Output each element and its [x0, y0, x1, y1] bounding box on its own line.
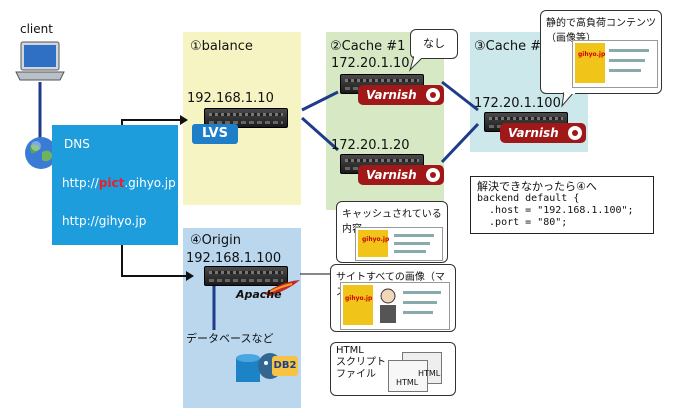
apache-feather-icon [262, 278, 302, 298]
dns-box [52, 125, 178, 245]
cache2-title: ③Cache #2 [474, 39, 550, 54]
none-bubble-tail [408, 56, 425, 72]
globe-icon [24, 136, 58, 170]
dns-url-pict: http://pict.gihyo.jp [62, 176, 176, 190]
varnish-badge-3: Varnish [500, 123, 586, 143]
varnish-badge-1: Varnish [358, 85, 444, 105]
html-file-label-2: HTML [418, 369, 441, 378]
fallback-config-box: 解決できなかったら④へ backend default { .host = "1… [470, 176, 654, 234]
static-bubble-tail [561, 92, 575, 108]
db2-badge: DB2 [272, 356, 298, 376]
master-site-thumbnail: gihyo.jp [340, 282, 450, 330]
html-file-label-1: HTML [396, 378, 419, 387]
origin-ip: 192.168.1.100 [186, 251, 282, 266]
fallback-title: 解決できなかったら④へ [477, 180, 597, 193]
dns-title: DNS [64, 137, 90, 151]
database-label: データベースなど [186, 332, 274, 345]
dns-url-gihyo: http://gihyo.jp [62, 214, 147, 228]
apache-label: Apache [236, 288, 282, 301]
dns-url-highlight: pict [98, 176, 125, 190]
origin-server [204, 266, 288, 286]
balance-title: ①balance [190, 39, 253, 54]
origin-title: ④Origin [190, 233, 241, 248]
database-icon [236, 354, 260, 384]
client-label: client [20, 22, 53, 36]
cached-site-thumbnail: gihyo.jp [355, 227, 443, 261]
lvs-badge: LVS [192, 124, 238, 144]
balance-ip: 192.168.1.10 [187, 91, 274, 106]
static-site-thumbnail: gihyo.jp [572, 40, 658, 88]
balance-server [204, 108, 288, 128]
cache1-title: ②Cache #1 [330, 39, 406, 54]
cache2-ip: 172.20.1.100 [474, 96, 561, 111]
varnish-badge-2: Varnish [358, 165, 444, 185]
cache1-ip2: 172.20.1.20 [331, 138, 410, 153]
cache1-ip1: 172.20.1.10 [331, 56, 410, 71]
laptop-icon [14, 40, 66, 84]
html-file-icon-2 [388, 360, 428, 392]
person-illustration [377, 287, 399, 325]
none-bubble: なし [410, 29, 458, 59]
